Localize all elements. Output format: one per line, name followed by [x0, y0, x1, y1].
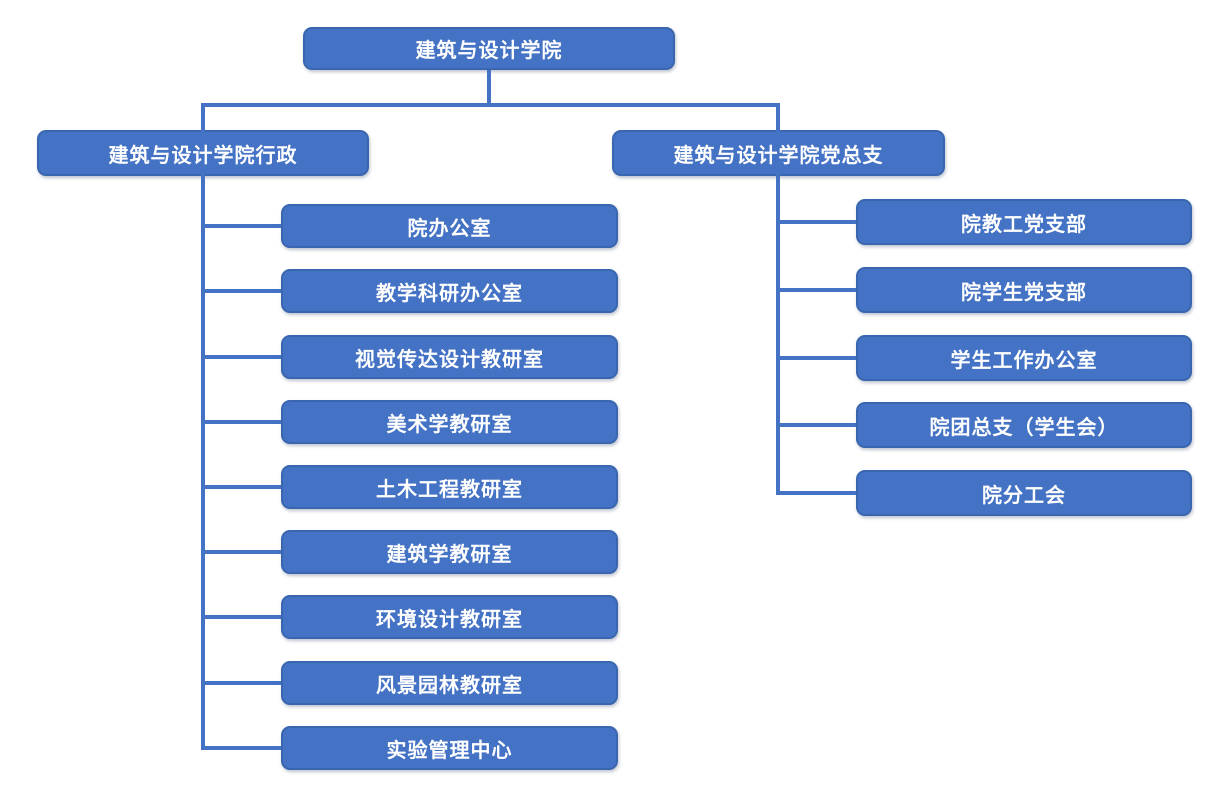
- connector-party-stub-3: [776, 423, 856, 427]
- org-node-admin-child-4: 土木工程教研室: [281, 465, 618, 509]
- org-node-party-branch: 建筑与设计学院党总支: [612, 130, 945, 176]
- org-node-admin-child-6: 环境设计教研室: [281, 595, 618, 639]
- connector-admin-stub-1: [201, 289, 281, 293]
- connector-admin-stub-8: [201, 746, 281, 750]
- connector-admin-stub-3: [201, 420, 281, 424]
- connector-admin-stub-2: [201, 355, 281, 359]
- connector-party-spine: [776, 174, 780, 495]
- connector-top-horizontal: [201, 103, 780, 107]
- connector-admin-stub-5: [201, 550, 281, 554]
- connector-branch-drop-0: [201, 103, 205, 133]
- connector-party-stub-4: [776, 491, 856, 495]
- org-node-party-child-2: 学生工作办公室: [856, 335, 1192, 381]
- org-node-party-child-3: 院团总支（学生会）: [856, 402, 1192, 448]
- connector-admin-stub-7: [201, 681, 281, 685]
- org-node-party-child-1: 院学生党支部: [856, 267, 1192, 313]
- connector-admin-stub-4: [201, 485, 281, 489]
- org-node-party-child-0: 院教工党支部: [856, 199, 1192, 245]
- connector-party-stub-0: [776, 220, 856, 224]
- connector-admin-stub-0: [201, 224, 281, 228]
- org-node-party-child-4: 院分工会: [856, 470, 1192, 516]
- org-node-admin-branch: 建筑与设计学院行政: [37, 130, 369, 176]
- org-node-admin-child-1: 教学科研办公室: [281, 269, 618, 313]
- connector-party-stub-2: [776, 356, 856, 360]
- org-node-admin-child-3: 美术学教研室: [281, 400, 618, 444]
- org-node-root: 建筑与设计学院: [303, 27, 675, 70]
- connector-root-vertical: [487, 70, 491, 105]
- org-node-admin-child-2: 视觉传达设计教研室: [281, 335, 618, 379]
- org-node-admin-child-5: 建筑学教研室: [281, 530, 618, 574]
- connector-admin-stub-6: [201, 615, 281, 619]
- connector-party-stub-1: [776, 288, 856, 292]
- connector-admin-spine: [201, 174, 205, 750]
- connector-branch-drop-1: [776, 103, 780, 133]
- org-node-admin-child-0: 院办公室: [281, 204, 618, 248]
- org-node-admin-child-8: 实验管理中心: [281, 726, 618, 770]
- org-node-admin-child-7: 风景园林教研室: [281, 661, 618, 705]
